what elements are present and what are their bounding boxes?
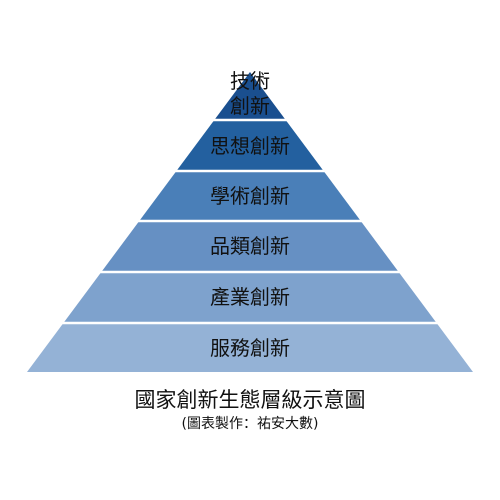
pyramid-level-6-label: 服務創新 (210, 336, 290, 360)
pyramid-level-2-label: 思想創新 (210, 134, 290, 158)
diagram-title: 國家創新生態層級示意圖 (134, 388, 366, 412)
pyramid-separators (61, 118, 439, 325)
pyramid-level-6 (27, 323, 473, 372)
pyramid-level-4 (101, 221, 399, 272)
pyramid-level-5-label: 產業創新 (210, 285, 290, 309)
pyramid-level-3-label: 學術創新 (210, 184, 290, 208)
pyramid-level-4-label: 品類創新 (210, 234, 290, 258)
pyramid-levels (27, 72, 473, 372)
pyramid-level-1 (214, 72, 286, 120)
diagram-credit: (圖表製作：祐安大數) (181, 416, 319, 432)
pyramid-level-5 (63, 272, 437, 323)
pyramid-level-3 (139, 171, 361, 221)
pyramid-level-2 (176, 120, 324, 171)
pyramid-level-1-label-line-2: 創新 (230, 94, 270, 118)
pyramid-level-1-label-line-1: 技術 (230, 69, 270, 93)
